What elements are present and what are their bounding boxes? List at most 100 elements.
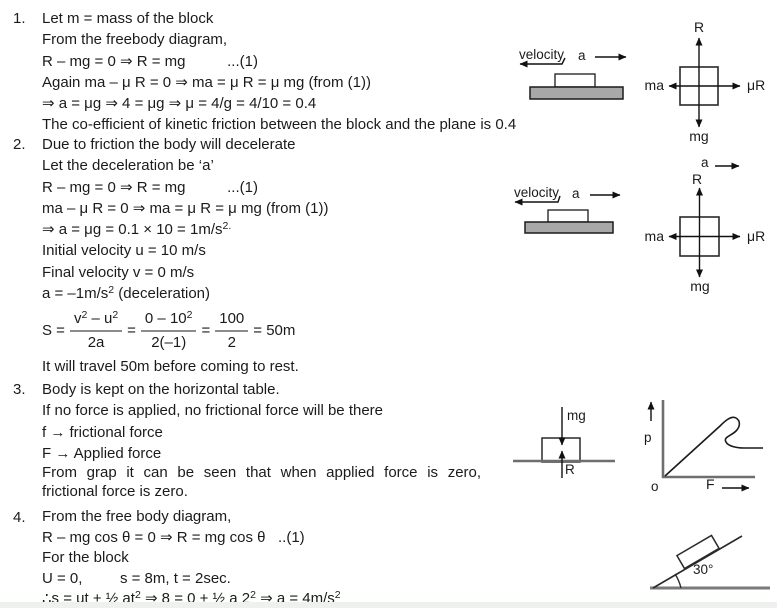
f1-num-v: v: [73, 309, 82, 327]
p2-line-5-text: ⇒ a = μg = 0.1 × 10 = 1m/s: [42, 221, 223, 239]
d1-fbd-ma-label: ma: [644, 77, 664, 93]
p4-line-1: From the free body diagram,: [42, 508, 232, 525]
problem-4: 4. From the free body diagram, R – mg co…: [13, 507, 543, 610]
diagram-2-block-and-fbd: [514, 162, 741, 278]
p3-line-6: frictional force is zero.: [42, 482, 188, 500]
incline-block-group: [675, 534, 721, 570]
p2-line-5: ⇒ a = μg = 0.1 × 10 = 1m/s2.: [42, 219, 543, 240]
d1-fbd-muR-label: μR: [747, 77, 766, 93]
diagram-1-block-and-fbd: [519, 37, 741, 128]
problem-3-body: Body is kept on the horizontal table. If…: [42, 379, 543, 501]
p2-line-1: Due to friction the body will decelerate: [42, 136, 296, 153]
velocity-arrow-left: [519, 57, 566, 68]
p1-line-2: From the freebody diagram,: [42, 31, 228, 49]
d1-fbd-mg-label: mg: [689, 128, 709, 144]
incline-block-rect: [675, 534, 721, 570]
ground-slab: [529, 86, 624, 100]
eq-lhs: S =: [42, 321, 65, 339]
p1-line-5: ⇒ a = μg ⇒ 4 = μg ⇒ μ = 4/g = 4/10 = 0.4: [42, 95, 317, 113]
p2-line-2: Let the deceleration be ‘a’: [42, 157, 214, 175]
p2-line-8-text: a = –1m/s: [42, 285, 109, 303]
d3-graph-ylabel: p: [644, 430, 652, 445]
d4-angle-label: 30°: [693, 562, 714, 577]
block-rect: [547, 209, 589, 223]
d3-mg-label: mg: [567, 408, 586, 423]
p2-line-4: ma – μ R = 0 ⇒ ma = μ R = μ mg (from (1)…: [42, 199, 329, 217]
f2-num-sup: 2: [186, 308, 193, 321]
p4-line-4: U = 0, s = 8m, t = 2sec.: [42, 569, 231, 587]
d2-fbd-muR-label: μR: [747, 228, 766, 244]
eq-result: = 50m: [253, 321, 296, 339]
diagram-4-incline: [650, 534, 770, 590]
fraction-2-numerator: 0 – 102: [140, 308, 197, 332]
p2-line-3: R – mg = 0 ⇒ R = mg ...(1): [42, 178, 258, 196]
eq-sign-1: =: [127, 321, 136, 339]
angle-arc: [674, 573, 682, 589]
d2-a-top-label: a: [701, 155, 709, 170]
p2-line-8-rest: (deceleration): [114, 285, 211, 303]
p4-line-3: For the block: [42, 549, 129, 566]
d2-acceleration-label: a: [572, 186, 580, 201]
p2-displacement-equation: S = v2 – u2 2a = 0 – 102 2(–1) = 100 2 =…: [42, 304, 543, 356]
problem-1: 1. Let m = mass of the block From the fr…: [13, 8, 543, 136]
d3-graph-xlabel: F: [706, 476, 715, 492]
d2-velocity-label: velocity: [514, 185, 560, 200]
problem-2-body: Due to friction the body will decelerate…: [42, 134, 543, 378]
p1-line-4: Again ma – μ R = 0 ⇒ ma = μ R = μ mg (fr…: [42, 73, 372, 91]
fraction-1-numerator: v2 – u2: [69, 308, 123, 332]
d2-fbd-ma-label: ma: [644, 228, 664, 244]
block-rect: [554, 73, 596, 88]
problem-4-body: From the free body diagram, R – mg cos θ…: [42, 507, 543, 610]
eq-sign-2: =: [201, 321, 211, 339]
problem-1-body: Let m = mass of the block From the freeb…: [42, 8, 543, 136]
p4-l5-sup2: 2: [250, 589, 256, 601]
fraction-1: v2 – u2 2a: [69, 308, 123, 352]
problem-2-number: 2.: [13, 136, 26, 153]
fraction-1-denominator: 2a: [87, 333, 105, 351]
p3-line-3: f → frictional force: [42, 423, 163, 441]
diagram-3-table-and-graph: [513, 400, 763, 492]
d3-R-label: R: [565, 462, 575, 477]
d3-graph-origin-label: o: [651, 479, 659, 494]
p1-line-1: Let m = mass of the block: [42, 10, 214, 27]
friction-curve: [664, 416, 763, 477]
f1-num-u: – u: [87, 309, 113, 327]
incline-line: [652, 535, 743, 589]
fraction-2-denominator: 2(–1): [151, 333, 187, 351]
p2-line-10: It will travel 50m before coming to rest…: [42, 358, 299, 376]
d1-acceleration-label: a: [578, 48, 586, 63]
p3-line-4: F → Applied force: [42, 444, 162, 462]
p1-line-3: R – mg = 0 ⇒ R = mg ...(1): [42, 52, 258, 70]
p4-line-2: R – mg cos θ = 0 ⇒ R = mg cos θ ..(1): [42, 528, 305, 546]
p2-line-7: Final velocity v = 0 m/s: [42, 263, 195, 281]
p3-line-1: Body is kept on the horizontal table.: [42, 381, 280, 398]
p2-line-8-sup: 2: [108, 284, 115, 297]
fraction-2: 0 – 102 2(–1): [140, 308, 197, 352]
d2-fbd-R-label: R: [691, 171, 703, 187]
problem-3: 3. Body is kept on the horizontal table.…: [13, 379, 543, 501]
f2-num-text: 0 – 10: [144, 309, 187, 327]
ground-slab: [524, 221, 614, 234]
fraction-3-denominator: 2: [227, 333, 236, 351]
fraction-3-numerator: 100: [215, 309, 249, 332]
f1-num-sup1: 2: [81, 308, 88, 321]
d1-fbd-R-label: R: [693, 19, 705, 35]
fraction-3: 100 2: [215, 309, 249, 352]
problem-1-number: 1.: [13, 10, 26, 27]
p4-l5-sup3: 2: [334, 589, 341, 601]
p1-line-6: The co-efficient of kinetic friction bet…: [42, 116, 517, 134]
p3-line-2: If no force is applied, no frictional fo…: [42, 402, 384, 420]
problem-2: 2. Due to friction the body will deceler…: [13, 134, 543, 378]
problem-4-number: 4.: [13, 509, 26, 526]
page-bottom-strip: [0, 602, 777, 608]
d2-fbd-mg-label: mg: [690, 278, 710, 294]
velocity-arrow-left: [514, 195, 561, 206]
p4-l5-sup1: 2: [134, 589, 141, 601]
problem-3-number: 3.: [13, 381, 26, 398]
f1-num-sup2: 2: [112, 308, 119, 321]
p2-line-6: Initial velocity u = 10 m/s: [42, 242, 206, 260]
p2-line-5-sup: 2.: [222, 220, 232, 233]
table-block-rect: [541, 437, 581, 463]
d1-velocity-label: velocity: [519, 47, 565, 62]
